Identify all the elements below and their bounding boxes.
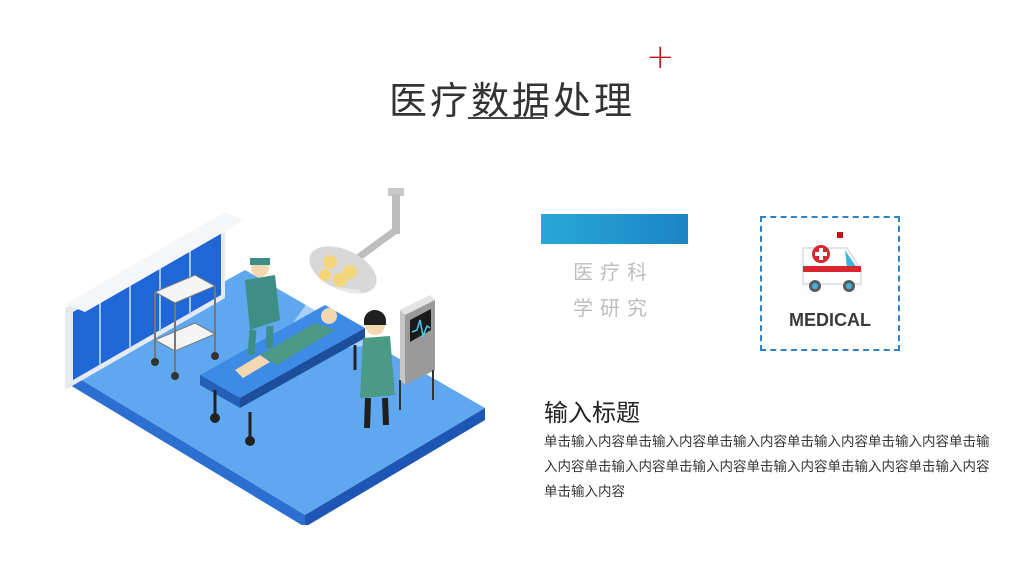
medical-badge: MEDICAL — [760, 216, 900, 351]
ambulance-icon — [802, 232, 862, 292]
accent-bar — [541, 214, 688, 244]
page-title: 医疗数据处理 — [388, 79, 635, 123]
feature-text-line1: 医疗科 — [573, 260, 654, 284]
plus-icon: + — [646, 37, 675, 77]
title-underline — [468, 117, 544, 119]
feature-text-line2: 学研究 — [573, 296, 654, 320]
section-heading: 输入标题 — [544, 399, 640, 427]
operating-room-illustration — [65, 188, 485, 525]
section-body: 单击输入内容单击输入内容单击输入内容单击输入内容单击输入内容单击输入内容单击输入… — [544, 434, 990, 500]
badge-label: MEDICAL — [789, 310, 871, 330]
